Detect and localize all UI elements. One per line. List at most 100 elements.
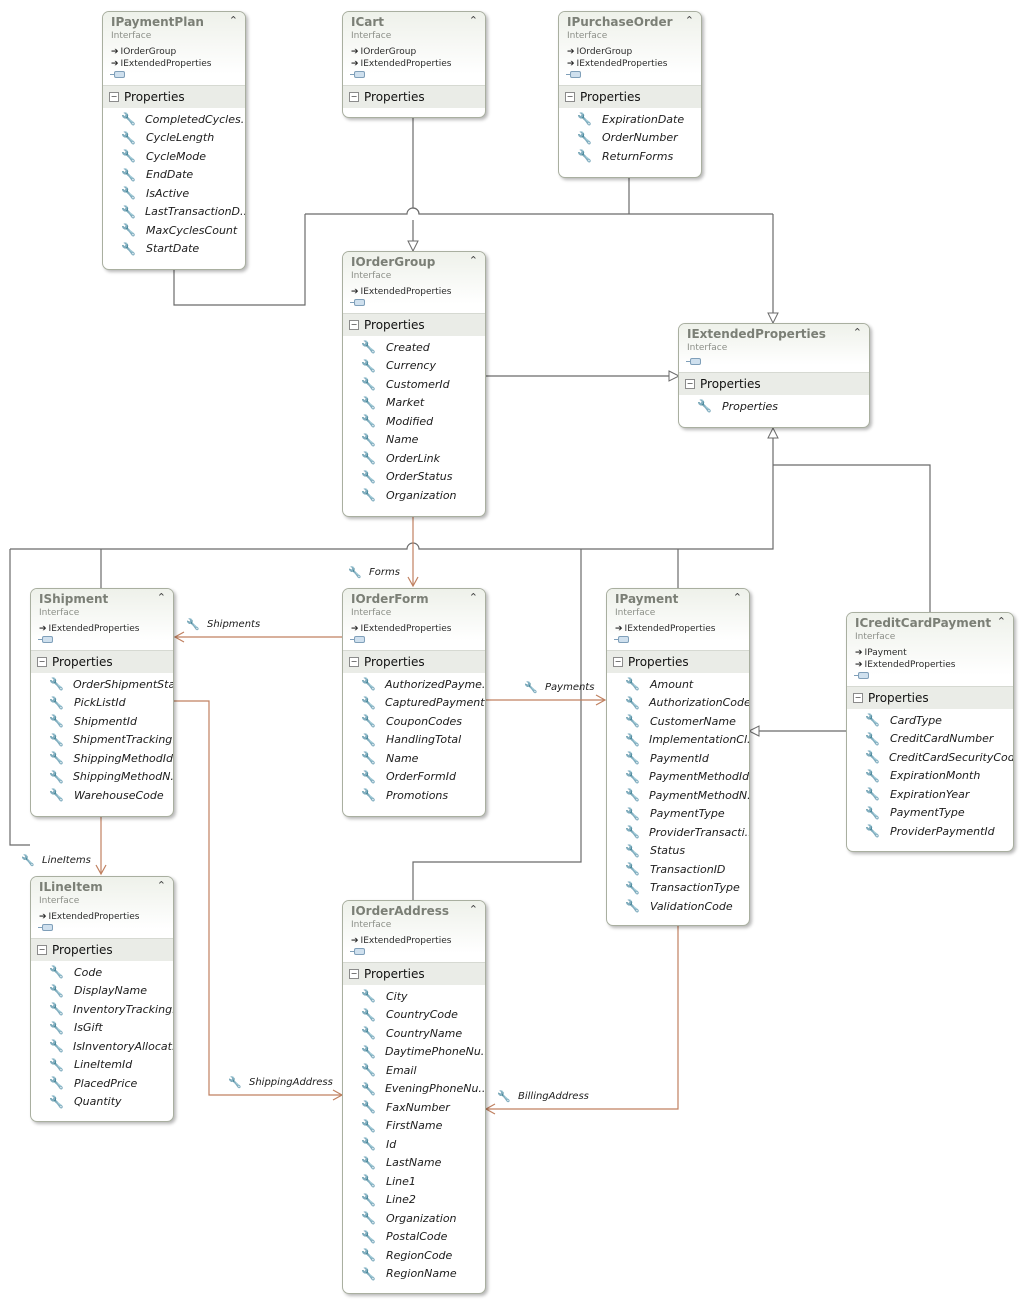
properties-section-header[interactable]: −Properties bbox=[343, 650, 485, 673]
minus-icon[interactable]: − bbox=[37, 945, 47, 955]
property-item[interactable]: 🔧PickListId bbox=[31, 694, 173, 713]
chevron-up-icon[interactable]: ⌃ bbox=[732, 591, 742, 604]
property-item[interactable]: 🔧AuthorizedPayme... bbox=[343, 675, 485, 694]
property-item[interactable]: 🔧IsInventoryAllocat... bbox=[31, 1037, 173, 1056]
property-item[interactable]: 🔧Market bbox=[343, 394, 485, 413]
property-item[interactable]: 🔧ProviderTransacti... bbox=[607, 823, 749, 842]
property-item[interactable]: 🔧OrderStatus bbox=[343, 468, 485, 487]
minus-icon[interactable]: − bbox=[349, 92, 359, 102]
properties-section-header[interactable]: −Properties bbox=[31, 938, 173, 961]
property-item[interactable]: 🔧ExpirationDate bbox=[559, 110, 701, 129]
property-item[interactable]: 🔧LastTransactionD... bbox=[103, 203, 245, 222]
property-item[interactable]: 🔧AuthorizationCode bbox=[607, 694, 749, 713]
property-item[interactable]: 🔧CardType bbox=[847, 711, 1013, 730]
minus-icon[interactable]: − bbox=[109, 92, 119, 102]
property-item[interactable]: 🔧ProviderPaymentId bbox=[847, 822, 1013, 841]
properties-section-header[interactable]: −Properties bbox=[343, 962, 485, 985]
property-item[interactable]: 🔧Email bbox=[343, 1061, 485, 1080]
property-item[interactable]: 🔧Line2 bbox=[343, 1191, 485, 1210]
property-item[interactable]: 🔧PaymentType bbox=[607, 805, 749, 824]
property-item[interactable]: 🔧EndDate bbox=[103, 166, 245, 185]
property-item[interactable]: 🔧OrderLink bbox=[343, 449, 485, 468]
property-item[interactable]: 🔧Line1 bbox=[343, 1172, 485, 1191]
property-item[interactable]: 🔧PaymentType bbox=[847, 804, 1013, 823]
property-item[interactable]: 🔧TransactionType bbox=[607, 879, 749, 898]
property-item[interactable]: 🔧Name bbox=[343, 749, 485, 768]
chevron-up-icon[interactable]: ⌃ bbox=[156, 591, 166, 604]
property-item[interactable]: 🔧Created bbox=[343, 338, 485, 357]
minus-icon[interactable]: − bbox=[565, 92, 575, 102]
chevron-up-icon[interactable]: ⌃ bbox=[468, 591, 478, 604]
property-item[interactable]: 🔧FirstName bbox=[343, 1117, 485, 1136]
properties-section-header[interactable]: −Properties bbox=[103, 85, 245, 108]
property-item[interactable]: 🔧DisplayName bbox=[31, 982, 173, 1001]
property-item[interactable]: 🔧EveningPhoneNu... bbox=[343, 1080, 485, 1099]
property-item[interactable]: 🔧CycleMode bbox=[103, 147, 245, 166]
minus-icon[interactable]: − bbox=[349, 657, 359, 667]
property-item[interactable]: 🔧Organization bbox=[343, 1209, 485, 1228]
properties-section-header[interactable]: −Properties bbox=[343, 313, 485, 336]
property-item[interactable]: 🔧CycleLength bbox=[103, 129, 245, 148]
property-item[interactable]: 🔧Quantity bbox=[31, 1093, 173, 1112]
minus-icon[interactable]: − bbox=[613, 657, 623, 667]
property-item[interactable]: 🔧ShippingMethodN... bbox=[31, 768, 173, 787]
property-item[interactable]: 🔧IsActive bbox=[103, 184, 245, 203]
properties-section-header[interactable]: −Properties bbox=[847, 686, 1013, 709]
property-item[interactable]: 🔧CapturedPayment... bbox=[343, 694, 485, 713]
property-item[interactable]: 🔧Currency bbox=[343, 357, 485, 376]
property-item[interactable]: 🔧CreditCardSecurityCode bbox=[847, 748, 1013, 767]
chevron-up-icon[interactable]: ⌃ bbox=[468, 14, 478, 27]
property-item[interactable]: 🔧ShipmentTracking... bbox=[31, 731, 173, 750]
chevron-up-icon[interactable]: ⌃ bbox=[156, 879, 166, 892]
property-item[interactable]: 🔧MaxCyclesCount bbox=[103, 221, 245, 240]
chevron-up-icon[interactable]: ⌃ bbox=[684, 14, 694, 27]
property-item[interactable]: 🔧FaxNumber bbox=[343, 1098, 485, 1117]
property-item[interactable]: 🔧Amount bbox=[607, 675, 749, 694]
property-item[interactable]: 🔧ShippingMethodId bbox=[31, 749, 173, 768]
property-item[interactable]: 🔧CountryCode bbox=[343, 1006, 485, 1025]
property-item[interactable]: 🔧ExpirationMonth bbox=[847, 767, 1013, 786]
property-item[interactable]: 🔧Modified bbox=[343, 412, 485, 431]
property-item[interactable]: 🔧LastName bbox=[343, 1154, 485, 1173]
minus-icon[interactable]: − bbox=[349, 320, 359, 330]
minus-icon[interactable]: − bbox=[853, 693, 863, 703]
property-item[interactable]: 🔧CreditCardNumber bbox=[847, 730, 1013, 749]
property-item[interactable]: 🔧TransactionID bbox=[607, 860, 749, 879]
property-item[interactable]: 🔧OrderNumber bbox=[559, 129, 701, 148]
minus-icon[interactable]: − bbox=[685, 379, 695, 389]
property-item[interactable]: 🔧StartDate bbox=[103, 240, 245, 259]
property-item[interactable]: 🔧Promotions bbox=[343, 786, 485, 805]
property-item[interactable]: 🔧ExpirationYear bbox=[847, 785, 1013, 804]
property-item[interactable]: 🔧CountryName bbox=[343, 1024, 485, 1043]
property-item[interactable]: 🔧DaytimePhoneNu... bbox=[343, 1043, 485, 1062]
property-item[interactable]: 🔧Status bbox=[607, 842, 749, 861]
property-item[interactable]: 🔧Code bbox=[31, 963, 173, 982]
property-item[interactable]: 🔧ImplementationCl... bbox=[607, 731, 749, 750]
property-item[interactable]: 🔧CouponCodes bbox=[343, 712, 485, 731]
property-item[interactable]: 🔧Name bbox=[343, 431, 485, 450]
property-item[interactable]: 🔧PaymentId bbox=[607, 749, 749, 768]
property-item[interactable]: 🔧Id bbox=[343, 1135, 485, 1154]
property-item[interactable]: 🔧CustomerId bbox=[343, 375, 485, 394]
properties-section-header[interactable]: −Properties bbox=[31, 650, 173, 673]
property-item[interactable]: 🔧City bbox=[343, 987, 485, 1006]
chevron-up-icon[interactable]: ⌃ bbox=[468, 254, 478, 267]
property-item[interactable]: 🔧RegionName bbox=[343, 1265, 485, 1284]
property-item[interactable]: 🔧OrderFormId bbox=[343, 768, 485, 787]
chevron-up-icon[interactable]: ⌃ bbox=[996, 615, 1006, 628]
property-item[interactable]: 🔧PostalCode bbox=[343, 1228, 485, 1247]
minus-icon[interactable]: − bbox=[37, 657, 47, 667]
chevron-up-icon[interactable]: ⌃ bbox=[228, 14, 238, 27]
property-item[interactable]: 🔧PaymentMethodN... bbox=[607, 786, 749, 805]
property-item[interactable]: 🔧RegionCode bbox=[343, 1246, 485, 1265]
chevron-up-icon[interactable]: ⌃ bbox=[852, 326, 862, 339]
property-item[interactable]: 🔧CompletedCycles... bbox=[103, 110, 245, 129]
